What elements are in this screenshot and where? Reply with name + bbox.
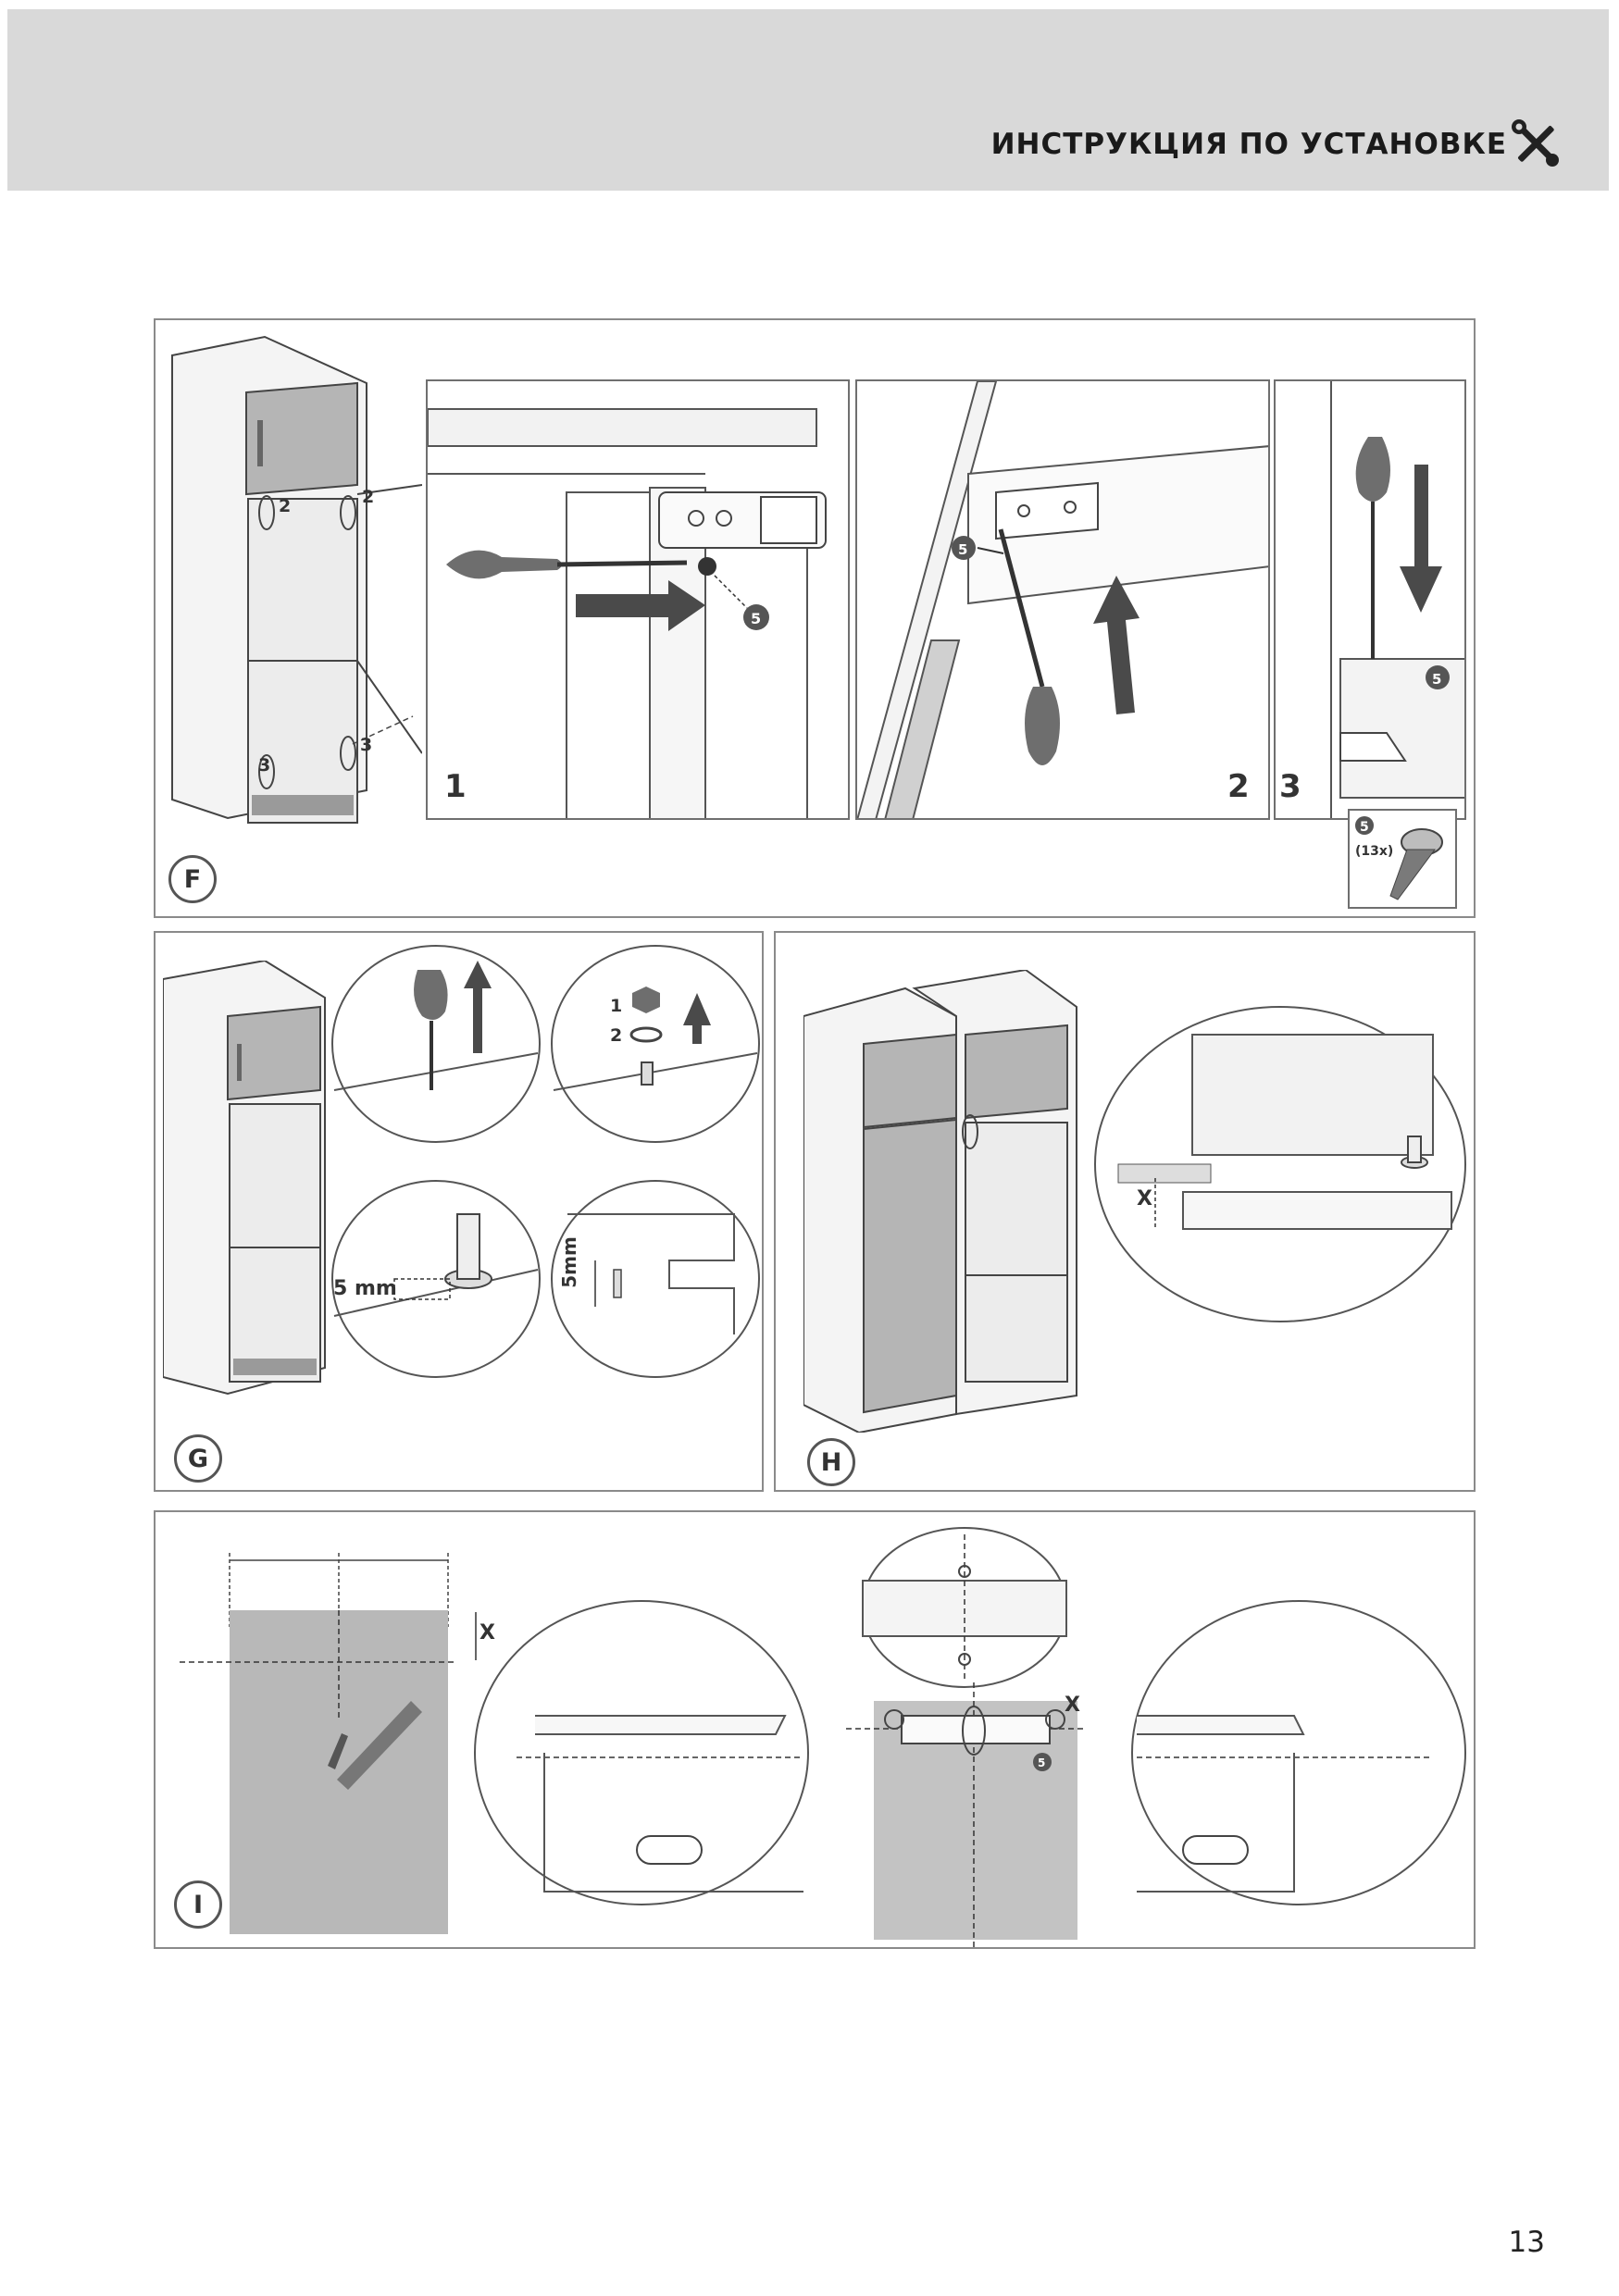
screw-part-inset: 5 (13x) <box>1348 809 1457 909</box>
part-ref-5-label: 5 <box>751 610 761 627</box>
section-badge-f: F <box>168 855 217 903</box>
double-cabinet-illustration <box>803 970 1081 1433</box>
part-ref-5-label: 5 <box>1360 820 1369 835</box>
panel-marking-illustration: X <box>180 1534 513 1942</box>
door-bracket-illustration: 5 X <box>846 1682 1087 1951</box>
panel-g: 1 2 5 mm 5mm G <box>154 931 764 1492</box>
callout-number: 3 <box>360 735 373 755</box>
detail-circle-adjust-screw <box>330 942 542 1146</box>
part-count: (13x) <box>1355 844 1394 859</box>
detail-circle-left <box>470 1595 813 1910</box>
detail-step-1: 5 1 <box>426 379 850 820</box>
detail-circle-top <box>859 1525 1070 1690</box>
step-number: 3 <box>1279 768 1301 805</box>
cabinet-illustration-g <box>163 961 330 1396</box>
section-badge-i: I <box>174 1880 222 1929</box>
detail-circle-right <box>1127 1595 1470 1910</box>
panel-h: X H <box>774 931 1476 1492</box>
detail-circle-nut-washer: 1 2 <box>549 942 762 1146</box>
item-number: 1 <box>610 996 623 1016</box>
callout-number: 2 <box>279 496 292 516</box>
cabinet-illustration-f: 2 2 3 3 <box>163 328 422 827</box>
page-number: 13 <box>1508 2226 1545 2259</box>
detail-step-3: 5 3 <box>1274 379 1466 820</box>
callout-number: 2 <box>362 487 375 507</box>
page-title: ИНСТРУКЦИЯ ПО УСТАНОВКЕ <box>990 128 1507 161</box>
detail-step-2: 5 2 <box>855 379 1270 820</box>
dimension-label: X <box>1137 1187 1152 1210</box>
wrench-screwdriver-icon <box>1511 118 1561 168</box>
dimension-label: X <box>479 1621 495 1644</box>
dimension-label: X <box>1065 1694 1080 1717</box>
part-ref-5-label: 5 <box>958 541 967 558</box>
callout-number: 3 <box>258 755 271 776</box>
detail-circle-height-x: X <box>1090 998 1470 1331</box>
dimension-label: 5mm <box>557 1236 580 1288</box>
detail-circle-5mm-height: 5mm <box>549 1177 762 1381</box>
item-number: 2 <box>610 1025 623 1046</box>
detail-circle-5mm-gap: 5 mm <box>330 1177 542 1381</box>
part-ref-5-label: 5 <box>1432 671 1441 688</box>
section-badge-h: H <box>807 1438 855 1486</box>
panel-i: X 5 X <box>154 1510 1476 1951</box>
step-number: 1 <box>444 768 467 805</box>
step-number: 2 <box>1227 768 1250 805</box>
part-ref-5-label: 5 <box>1038 1756 1045 1769</box>
page-header: ИНСТРУКЦИЯ ПО УСТАНОВКЕ <box>7 9 1609 191</box>
panel-f: 2 2 3 3 5 1 <box>154 318 1476 918</box>
dimension-label: 5 mm <box>333 1277 397 1300</box>
section-badge-g: G <box>174 1434 222 1483</box>
